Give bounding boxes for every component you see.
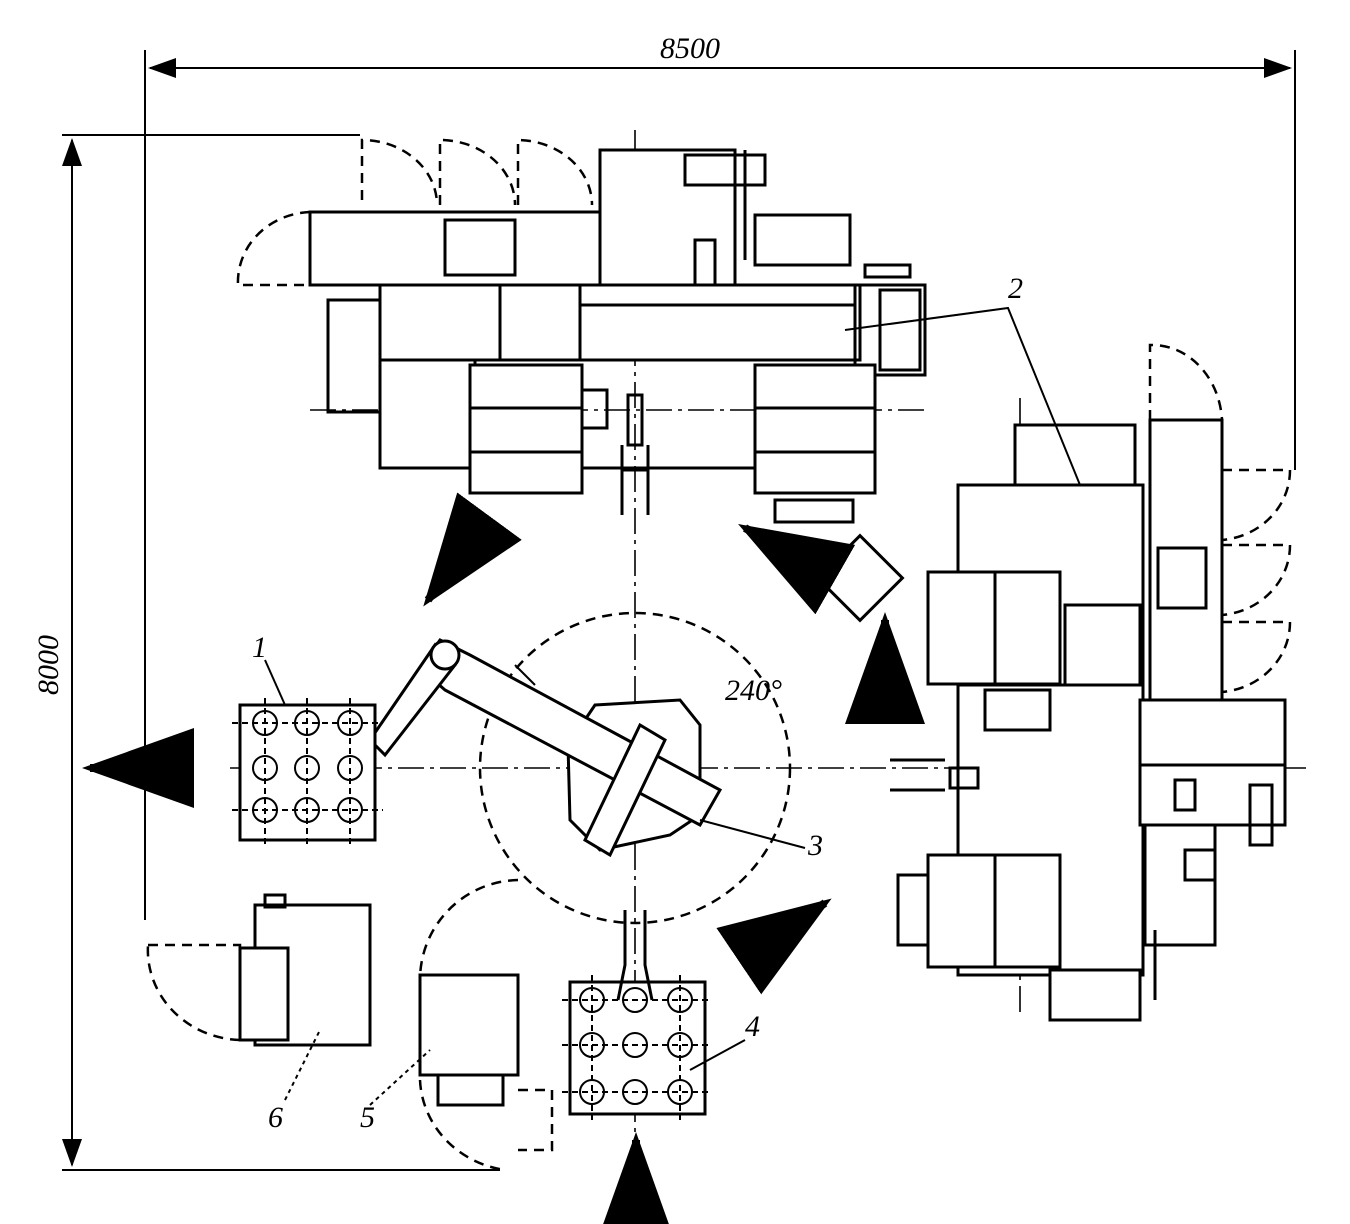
pallet-4 xyxy=(562,910,712,1120)
cabinet-5 xyxy=(418,878,554,1172)
height-dimension-label: 8000 xyxy=(32,635,65,695)
svg-text:5: 5 xyxy=(360,1101,375,1134)
callout-1: 1 xyxy=(252,631,286,706)
machine-tool-right xyxy=(890,343,1292,1022)
height-dimension: 8000 xyxy=(32,134,500,1171)
callout-6: 6 xyxy=(268,1029,321,1134)
svg-text:3: 3 xyxy=(807,829,823,862)
callout-4: 4 xyxy=(689,1010,760,1071)
robot-arm xyxy=(334,611,792,925)
machine-tool-top xyxy=(236,138,927,524)
svg-text:1: 1 xyxy=(252,631,267,664)
width-dimension-label: 8500 xyxy=(660,32,720,65)
callout-3: 3 xyxy=(699,819,823,862)
cabinet-6 xyxy=(146,893,372,1047)
callout-5: 5 xyxy=(360,1049,431,1134)
workpiece-square xyxy=(815,533,905,623)
svg-text:2: 2 xyxy=(1008,272,1023,305)
flow-arrows xyxy=(82,492,925,1224)
callout-2: 2 xyxy=(844,272,1081,486)
pallet-1 xyxy=(232,698,383,848)
svg-text:4: 4 xyxy=(745,1010,760,1043)
rotation-angle-label: 240° xyxy=(725,674,782,707)
svg-text:6: 6 xyxy=(268,1101,283,1134)
